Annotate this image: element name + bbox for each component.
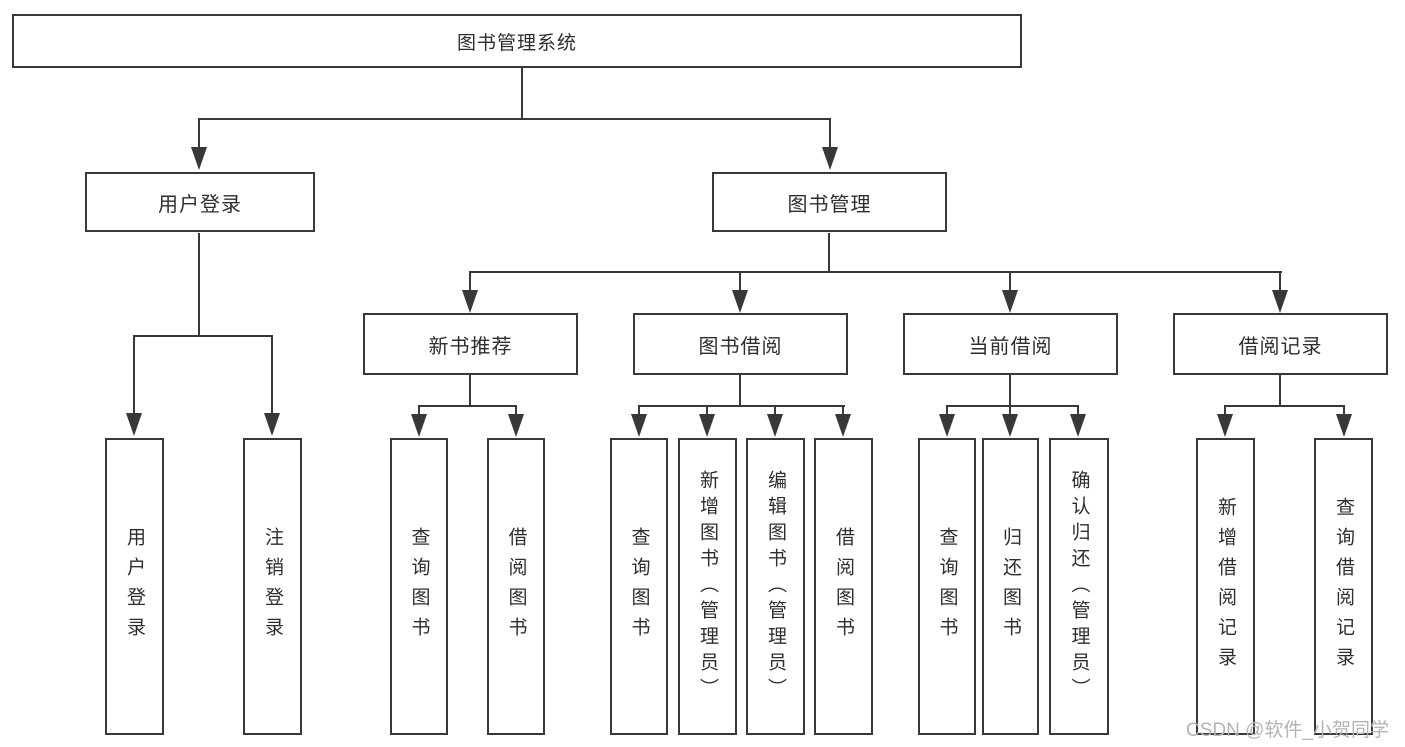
arrow-down [126,413,142,436]
connector-drop [1279,271,1281,293]
node-label: 新书推荐 [428,335,513,358]
leaf-label: 借阅图书 [833,526,854,647]
connector-root-stem [521,68,523,120]
leaf-borrow-books-recommend: 借阅图书 [487,438,545,735]
connector-drop [1009,271,1011,293]
connector-drop [1343,405,1345,417]
csdn-watermark: CSDN @软件_小贺同学 [1186,720,1389,741]
connector-drop [469,271,471,293]
leaf-edit-book-admin: 编辑图书（管理员） [746,438,805,735]
leaf-label: 确认归还（管理员） [1068,469,1090,704]
node-label: 用户登录 [158,193,242,216]
connector-stem [739,374,741,407]
leaf-user-login: 用户登录 [105,438,164,735]
arrow-down [767,414,783,437]
leaf-add-borrow-record: 新增借阅记录 [1196,438,1255,735]
arrow-down [1336,414,1352,437]
arrow-down [1002,414,1018,437]
node-label: 当前借阅 [968,335,1053,358]
connector-stem [1009,374,1011,407]
arrow-down [631,414,647,437]
node-label: 图书管理系统 [456,32,577,54]
connector-drop [1077,405,1079,417]
node-borrowing-records: 借阅记录 [1173,313,1388,375]
leaf-label: 用户登录 [124,526,145,647]
arrow-down [1217,414,1233,437]
connector-groupA-rail [418,405,517,407]
connector-drop [638,405,640,417]
connector-drop [198,118,200,150]
leaf-label: 新增借阅记录 [1215,496,1236,677]
node-library-management-system: 图书管理系统 [12,14,1022,68]
leaf-query-books-recommend: 查询图书 [390,438,448,735]
leaf-query-books-current: 查询图书 [918,438,976,735]
connector-drop [515,405,517,417]
arrow-down [699,414,715,437]
connector-drop [774,405,776,417]
arrow-down [462,290,478,313]
node-book-management: 图书管理 [712,172,947,232]
connector-drop [1009,405,1011,417]
connector-drop [706,405,708,417]
node-current-borrowing: 当前借阅 [903,313,1118,375]
connector-drop [133,335,135,415]
connector-drop [946,405,948,417]
node-new-book-recommendation: 新书推荐 [363,313,578,375]
arrow-down [822,147,838,170]
arrow-down [732,290,748,313]
connector-drop [271,335,273,415]
node-label: 图书借阅 [698,335,783,358]
leaf-logout: 注销登录 [243,438,302,735]
arrow-down [1272,290,1288,313]
connector-drop [1224,405,1226,417]
leaf-label: 借阅图书 [505,526,527,647]
connector-stem [469,374,471,407]
arrow-down [939,414,955,437]
arrow-down [264,413,280,436]
arrow-down [835,414,851,437]
leaf-label: 新增图书（管理员） [697,469,718,704]
connector-level1-rail [198,118,831,120]
node-user-login: 用户登录 [85,172,315,232]
arrow-down [1002,290,1018,313]
leaf-borrow-books-borrowing: 借阅图书 [814,438,873,735]
arrow-down [1070,414,1086,437]
arrow-down [191,147,207,170]
connector-stem [1279,374,1281,407]
node-label: 借阅记录 [1238,335,1323,358]
leaf-label: 编辑图书（管理员） [765,469,786,704]
leaf-label: 查询借阅记录 [1333,496,1354,677]
connector-drop [418,405,420,417]
connector-drop [842,405,844,417]
connector-bookmgmt-stem [828,233,830,273]
connector-groupD-rail [1224,405,1345,407]
node-book-borrowing: 图书借阅 [633,313,848,375]
node-label: 图书管理 [787,193,872,216]
connector-userlogin-rail [133,335,273,337]
connector-groupC-rail [946,405,1079,407]
leaf-label: 注销登录 [262,526,283,647]
leaf-add-book-admin: 新增图书（管理员） [678,438,737,735]
connector-groupB-rail [638,405,845,407]
connector-userlogin-stem [198,233,200,337]
arrow-down [508,414,524,437]
leaf-return-books: 归还图书 [982,438,1039,735]
connector-drop [739,271,741,293]
leaf-label: 查询图书 [628,526,650,647]
leaf-query-borrow-record: 查询借阅记录 [1314,438,1373,735]
leaf-label: 查询图书 [936,526,958,647]
connector-drop [829,118,831,150]
leaf-label: 归还图书 [1000,526,1021,647]
leaf-confirm-return-admin: 确认归还（管理员） [1049,438,1109,735]
connector-level2-rail [469,271,1282,273]
leaf-query-books-borrowing: 查询图书 [610,438,668,735]
arrow-down [411,414,427,437]
leaf-label: 查询图书 [408,526,430,647]
